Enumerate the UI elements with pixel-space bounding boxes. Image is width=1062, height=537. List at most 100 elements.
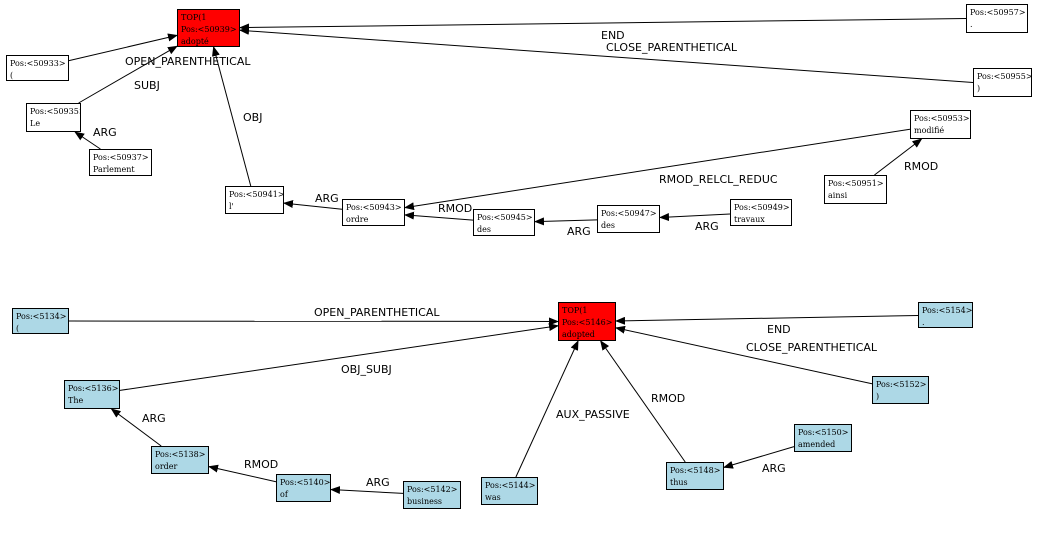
edge-en_5152-to-en_root [615, 325, 873, 385]
node-token: ( [16, 324, 20, 333]
node-token: . [922, 318, 925, 327]
node-token: ainsi [828, 191, 848, 200]
node-pos-label: Pos:<5152> [876, 380, 927, 389]
edge-fr_50947-to-fr_50945 [534, 217, 598, 226]
node-pos-label: Pos:<5150> [798, 428, 849, 437]
node-en_5142[interactable]: Pos:<5142> business [403, 481, 461, 509]
node-pos-label: Pos:<50955> [977, 72, 1032, 81]
node-fr_50941[interactable]: Pos:<50941> l' [225, 186, 284, 214]
edge-en_5138-to-en_5136 [110, 408, 162, 447]
node-fr_50947[interactable]: Pos:<50947>des [597, 205, 660, 233]
edge-en_5142-to-en_5140 [330, 485, 404, 494]
node-en_5138[interactable]: Pos:<5138> order [151, 446, 209, 474]
edge-label: OPEN_PARENTHETICAL [314, 306, 440, 319]
edge-label: ARG [366, 476, 390, 489]
node-pos-label: Pos:<50953> [914, 114, 970, 123]
node-en_5152[interactable]: Pos:<5152>) [872, 376, 929, 404]
edge-fr_50941-to-fr_root [212, 46, 252, 187]
node-fr_50945[interactable]: Pos:<50945> des [473, 209, 535, 236]
node-en_5134[interactable]: Pos:<5134>( [12, 308, 69, 334]
node-en_5154[interactable]: Pos:<5154>. [918, 302, 973, 328]
node-pos-label: Pos:<50939> [181, 25, 237, 34]
edge-label: RMOD [244, 458, 279, 471]
edge-label: END [601, 29, 625, 42]
edge-label: RMOD [904, 160, 939, 173]
node-token: was [485, 493, 501, 502]
node-en_5144[interactable]: Pos:<5144> was [481, 477, 538, 505]
edge-label: CLOSE_PARENTHETICAL [746, 341, 878, 354]
node-fr_50933[interactable]: Pos:<50933> ( [6, 55, 69, 81]
edge-label: ARG [695, 220, 719, 233]
node-token: ( [10, 71, 14, 80]
node-token: Parlement [93, 165, 135, 174]
edge-label: ARG [142, 412, 166, 425]
edge-fr_50953-to-fr_50943 [404, 128, 911, 211]
node-token: business [407, 497, 443, 506]
edge-en_5150-to-en_5148 [723, 446, 795, 469]
edge-label: ARG [93, 126, 117, 139]
node-token: modifié [914, 126, 945, 135]
node-token: . [970, 20, 973, 29]
node-en_5136[interactable]: Pos:<5136>The [64, 380, 120, 409]
node-pos-label: Pos:<50949> [734, 203, 790, 212]
node-token: l' [229, 202, 234, 211]
edge-fr_50933-to-fr_root [68, 33, 178, 62]
node-en_5150[interactable]: Pos:<5150> amended [794, 424, 852, 452]
node-pos-label: Pos:<5142> [407, 485, 458, 494]
node-fr_50949[interactable]: Pos:<50949>travaux [730, 199, 792, 226]
edge-label: RMOD_RELCL_REDUC [659, 173, 778, 186]
node-token: order [155, 462, 178, 471]
node-pos-label: Pos:<50951> [828, 179, 884, 188]
edge-label: CLOSE_PARENTHETICAL [606, 41, 738, 54]
edge-en_5144-to-en_root [515, 340, 579, 478]
node-token: des [477, 225, 491, 234]
node-pos-label: TOP(1 [181, 13, 207, 22]
edge-fr_50935-to-fr_root [78, 45, 178, 104]
node-pos-label: Pos:<5144> [485, 481, 536, 490]
node-pos-label: Pos:<50957> [970, 8, 1026, 17]
node-fr_50935[interactable]: Pos:<50935> Le [26, 103, 81, 132]
node-token: ) [977, 84, 981, 93]
edge-label: ARG [315, 192, 339, 205]
edge-label: ARG [762, 462, 786, 475]
node-token: adopted [562, 330, 595, 339]
node-en_5148[interactable]: Pos:<5148> thus [666, 462, 724, 490]
node-fr_50957[interactable]: Pos:<50957>. [966, 4, 1028, 33]
edge-en_5148-to-en_root [600, 340, 686, 463]
node-fr_50951[interactable]: Pos:<50951> ainsi [824, 175, 887, 204]
edge-label: OPEN_PARENTHETICAL [125, 55, 251, 68]
node-pos-label: Pos:<5148> [670, 466, 721, 475]
node-pos-label: TOP(1 [562, 306, 588, 315]
edge-en_5140-to-en_5138 [208, 464, 277, 483]
node-token: thus [670, 478, 688, 487]
node-token: amended [798, 440, 836, 449]
node-pos-label: Pos:<50943> [346, 203, 402, 212]
node-pos-label: Pos:<50933> [10, 59, 66, 68]
node-pos-label: Pos:<50945> [477, 213, 533, 222]
edge-fr_50937-to-fr_50935 [74, 131, 101, 150]
node-pos-label: Pos:<5140> [280, 478, 331, 487]
node-fr_50953[interactable]: Pos:<50953> modifié [910, 110, 971, 139]
node-fr_50943[interactable]: Pos:<50943> ordre [342, 199, 405, 226]
node-pos-label: Pos:<50935> [30, 107, 81, 116]
node-pos-label: Pos:<5154> [922, 306, 973, 315]
edge-label: RMOD [438, 202, 473, 215]
node-pos-label: Pos:<50941> [229, 190, 284, 199]
node-fr_50955[interactable]: Pos:<50955>) [973, 68, 1032, 97]
edge-en_5154-to-en_root [615, 314, 919, 325]
edge-fr_50945-to-fr_50943 [404, 211, 474, 221]
edge-label: ARG [567, 225, 591, 238]
node-token: adopté [181, 37, 209, 46]
edge-fr_50949-to-fr_50947 [659, 213, 731, 222]
node-token: ordre [346, 215, 369, 224]
node-en_5140[interactable]: Pos:<5140>of [276, 474, 331, 502]
edge-label: AUX_PASSIVE [556, 408, 630, 421]
node-pos-label: Pos:<5146> [562, 318, 613, 327]
edge-label: OBJ_SUBJ [341, 363, 392, 376]
node-fr_50937[interactable]: Pos:<50937>Parlement [89, 149, 152, 176]
node-token: Le [30, 119, 41, 128]
node-pos-label: Pos:<5138> [155, 450, 206, 459]
